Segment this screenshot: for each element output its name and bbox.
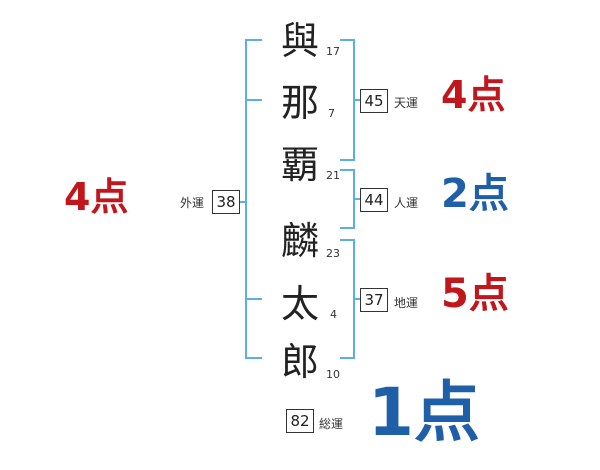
tenkaku-score: 4点 xyxy=(441,73,506,117)
name-char-4: 麟 xyxy=(280,219,319,263)
tenkaku-value: 45 xyxy=(360,89,388,113)
chikaku-score: 5点 xyxy=(441,271,509,317)
gaikaku-value: 38 xyxy=(212,190,240,214)
name-char-6: 郎 xyxy=(280,340,319,384)
name-char-5: 太 xyxy=(280,282,319,326)
name-char-2: 那 xyxy=(280,81,319,125)
jinkaku-value: 44 xyxy=(360,188,388,212)
gaikaku-score: 4点 xyxy=(64,175,129,219)
chikaku-bracket xyxy=(340,239,355,359)
chikaku-label: 地運 xyxy=(394,296,419,310)
tenkaku-bracket xyxy=(340,39,355,161)
soukaku-score: 1点 xyxy=(368,374,480,451)
name-char-3: 覇 xyxy=(280,143,319,187)
stroke-count-1: 17 xyxy=(326,45,340,58)
gaikaku-label: 外運 xyxy=(180,196,205,210)
name-char-1: 與 xyxy=(280,19,319,63)
soukaku-value: 82 xyxy=(286,409,314,433)
jinkaku-bracket xyxy=(340,169,355,229)
stroke-count-4: 23 xyxy=(326,247,340,260)
jinkaku-score: 2点 xyxy=(441,171,509,217)
stroke-count-3: 21 xyxy=(326,169,340,182)
tenkaku-label: 天運 xyxy=(394,96,419,110)
soukaku-label: 総運 xyxy=(319,417,344,431)
stroke-count-5: 4 xyxy=(330,308,337,321)
chikaku-value: 37 xyxy=(360,288,388,312)
jinkaku-label: 人運 xyxy=(394,196,419,210)
stroke-count-2: 7 xyxy=(328,107,335,120)
gaikaku-bracket xyxy=(245,39,262,359)
stroke-count-6: 10 xyxy=(326,368,340,381)
